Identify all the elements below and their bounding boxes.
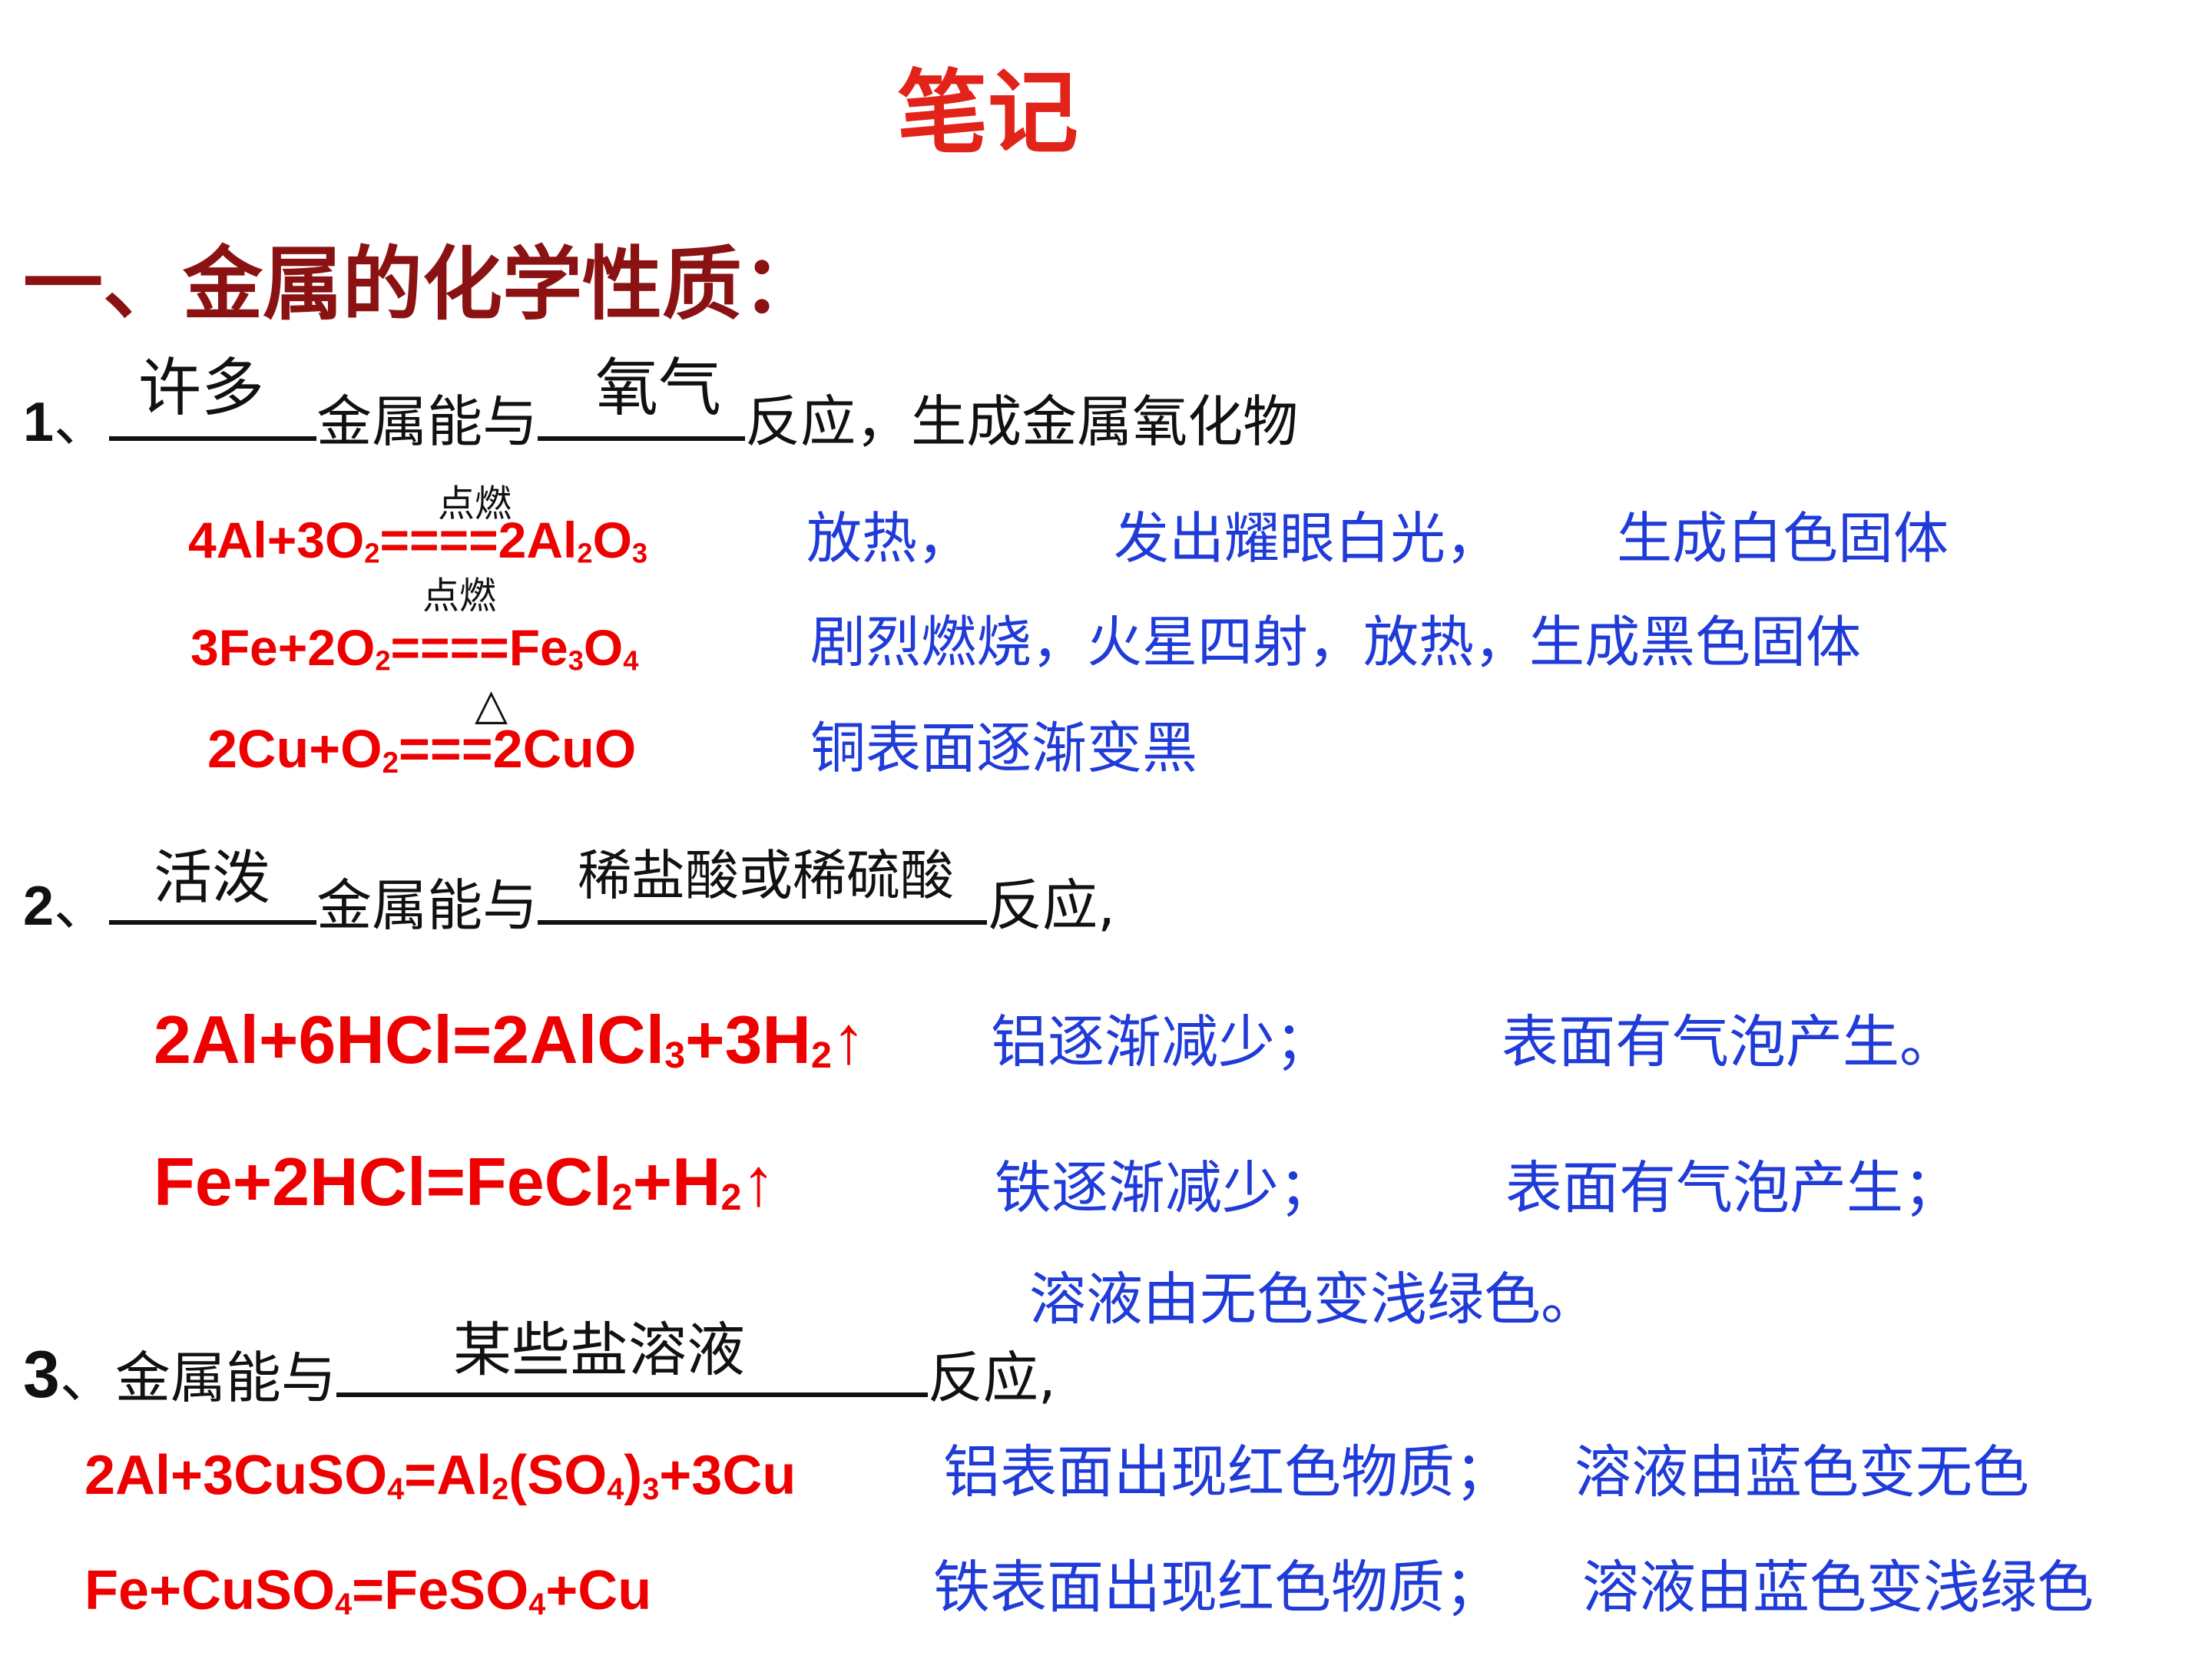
eq-sub: 2 [382,746,399,780]
reaction3-obs: 铜表面逐渐变黑 [810,716,1198,780]
s2-number: 2 [23,876,55,937]
eq-part: Fe+2HCl=FeCl [154,1144,612,1220]
s1-text1: 金属能与 [316,389,538,454]
eq-sub: 4 [528,1588,546,1622]
reaction1-obs3: 生成白色固体 [1617,506,1949,571]
reaction1-equation: 4Al+3O2====2Al2O3 [188,515,647,568]
eq-sub: 2 [720,1176,742,1218]
s2-blank2-line [538,868,988,925]
s2-answer1: 活泼 [154,843,270,912]
reaction5-obs1: 铁逐渐减少； [995,1155,1336,1221]
s3-text1: 金属能与 [114,1346,336,1410]
eq-sub: 4 [387,1472,405,1507]
eq-part: =Al [404,1445,492,1506]
eq-part: +H [632,1144,721,1220]
eq-sub: 4 [623,644,639,677]
eq-part: Fe+CuSO [84,1560,336,1621]
s3-blank1-line [336,1340,928,1397]
s3-answer1: 某些盐溶液 [453,1316,745,1384]
eq-part: (SO [508,1445,608,1506]
s3-line: 3、金属能与反应, [23,1340,1056,1408]
eq-part: ====2Al [379,512,578,568]
eq-part: 2Al+6HCl=2AlCl [154,1002,665,1078]
eq-sub: 3 [664,1034,686,1076]
s1-line: 1、金属能与反应，生成金属氧化物 [23,384,1298,450]
s2-text1: 金属能与 [316,873,538,938]
eq-part: 3Fe+2O [190,619,376,676]
s2-text2: 反应, [987,873,1115,938]
reaction6-obs2: 溶液由蓝色变无色 [1575,1439,2029,1505]
reaction7-obs2: 溶液由蓝色变浅绿色 [1582,1555,2094,1621]
eq-sub: 2 [364,537,380,569]
eq-sub: 2 [492,1472,509,1507]
reaction2-obs: 剧烈燃烧，火星四射，放热，生成黑色固体 [810,610,1862,674]
reaction7-equation: Fe+CuSO4=FeSO4+Cu [84,1563,651,1621]
eq-part: +3H [685,1002,811,1078]
eq-sub: 3 [568,644,584,677]
reaction2-equation: 3Fe+2O2====Fe3O4 [190,622,638,675]
section-heading: 一、金属的化学性质： [23,237,823,331]
eq-part: ) [624,1445,643,1506]
reaction3-equation: 2Cu+O2===2CuO [207,722,636,778]
eq-part: =FeSO [352,1560,529,1621]
reaction7-obs1: 铁表面出现红色物质； [933,1555,1502,1621]
eq-part: +Cu [545,1560,652,1621]
reaction1-obs2: 发出耀眼白光， [1114,506,1502,571]
reaction4-obs2: 表面有气泡产生。 [1502,1009,1956,1075]
eq-sub: 3 [642,1472,660,1507]
s1-answer1: 许多 [138,352,265,425]
s1-number: 1 [23,392,55,453]
s3-sep: 、 [59,1346,115,1410]
reaction3-condition: △ [475,680,508,730]
eq-sub: 2 [810,1034,832,1076]
reaction2-condition: 点燃 [422,575,497,618]
s2-answer2: 稀盐酸或稀硫酸 [578,844,954,907]
reaction5-obs3: 溶液由无色变浅绿色。 [1029,1267,1598,1333]
eq-part: +3Cu [659,1445,796,1506]
eq-sub: 3 [631,537,648,569]
s1-blank2-line [538,384,746,441]
reaction5-obs2: 表面有气泡产生； [1505,1155,1960,1221]
reaction1-condition: 点燃 [438,482,512,525]
s1-answer2: 氧气 [595,352,722,425]
reaction6-obs1: 铝表面出现红色物质； [943,1439,1512,1505]
reaction4-equation: 2Al+6HCl=2AlCl3+3H2↑ [154,1006,866,1074]
s1-sep: 、 [54,389,110,454]
eq-part: ====Fe [390,619,568,676]
eq-sub: 2 [611,1176,633,1218]
eq-part: O [583,619,624,676]
s2-line: 2、金属能与反应, [23,868,1115,934]
s3-number: 3 [23,1338,60,1412]
s3-text2: 反应, [927,1346,1056,1410]
eq-part: ===2CuO [399,719,637,779]
gas-arrow: ↑ [831,1002,866,1078]
eq-part: 2Al+3CuSO [84,1445,388,1506]
s2-blank1-line [109,868,317,925]
eq-part: 4Al+3O [188,512,365,568]
eq-sub: 4 [607,1472,624,1507]
reaction4-obs1: 铝逐渐减少； [991,1009,1332,1075]
gas-arrow: ↑ [741,1144,776,1220]
reaction1-obs1: 放热， [806,506,973,571]
s1-blank1-line [109,384,317,441]
s2-sep: 、 [54,873,110,938]
eq-sub: 4 [335,1588,353,1622]
eq-sub: 2 [375,644,391,677]
reaction5-equation: Fe+2HCl=FeCl2+H2↑ [154,1148,775,1216]
s1-text2: 反应，生成金属氧化物 [745,389,1299,454]
eq-part: 2Cu+O [207,719,382,779]
page-title: 笔记 [897,59,1079,166]
eq-sub: 2 [577,537,593,569]
reaction6-equation: 2Al+3CuSO4=Al2(SO4)3+3Cu [84,1448,796,1505]
eq-part: O [592,512,632,568]
